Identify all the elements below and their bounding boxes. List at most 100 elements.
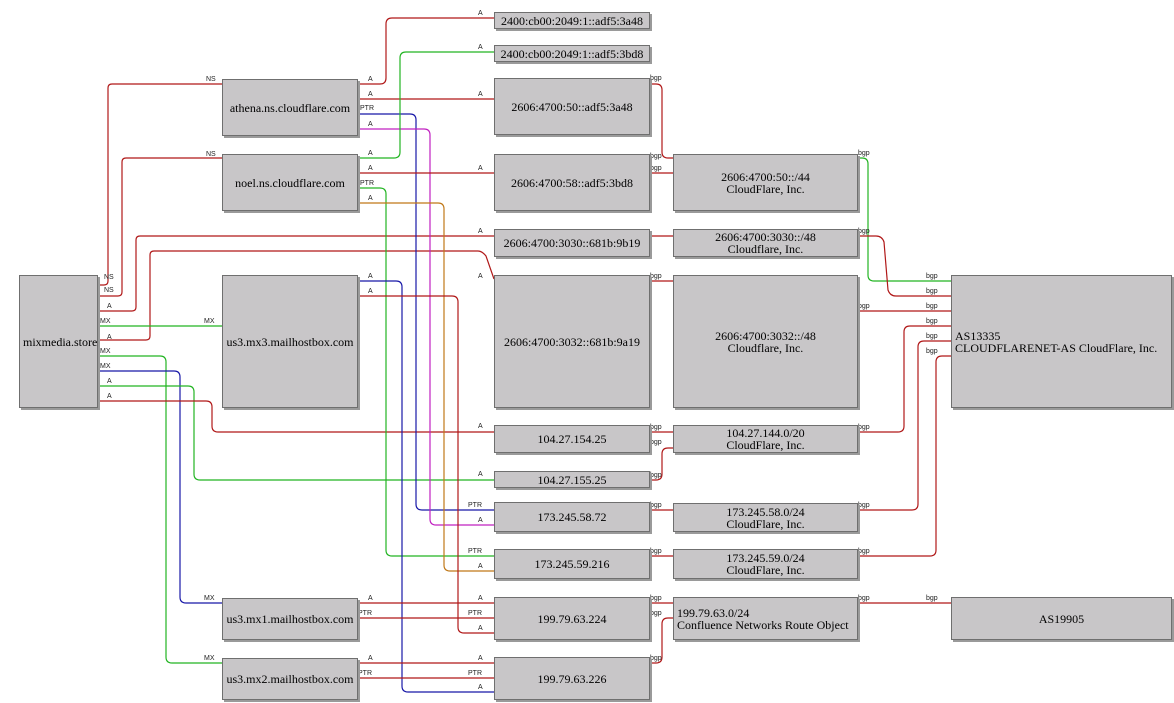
svg-text:bgp: bgp — [858, 595, 870, 602]
node-label: 173.245.58.72 — [537, 510, 607, 524]
node-ip6-3bd8-top[interactable]: 2400:cb00:2049:1::adf5:3bd8 — [494, 45, 650, 62]
node-label: 173.245.59.216 — [534, 557, 610, 571]
svg-text:A: A — [478, 165, 483, 172]
node-ip4-59216[interactable]: 173.245.59.216 — [494, 549, 650, 579]
node-noel-ns[interactable]: noel.ns.cloudflare.com — [222, 154, 358, 211]
node-prefix-173-245-58[interactable]: 173.245.58.0/24 CloudFlare, Inc. — [673, 503, 858, 532]
node-label-line1: 2606:4700:50::/44 — [721, 169, 810, 184]
svg-text:bgp: bgp — [926, 318, 938, 325]
node-as19905[interactable]: AS19905 — [951, 597, 1172, 640]
svg-text:NS: NS — [104, 287, 114, 294]
svg-text:MX: MX — [100, 348, 111, 355]
edge-noel-a-58: A A — [358, 165, 494, 174]
edge-bgp-58-to-pfx: bgp bgp — [650, 153, 673, 174]
node-mx2[interactable]: us3.mx2.mailhostbox.com — [222, 658, 358, 700]
node-ip6-3a48-top[interactable]: 2400:cb00:2049:1::adf5:3a48 — [494, 12, 650, 29]
svg-text:bgp: bgp — [926, 288, 938, 295]
svg-text:bgp: bgp — [650, 165, 662, 172]
svg-text:A: A — [368, 91, 373, 98]
edge-domain-ns-noel: NS NS — [98, 151, 222, 297]
node-prefix-104-27-144[interactable]: 104.27.144.0/20 CloudFlare, Inc. — [673, 425, 858, 453]
svg-text:A: A — [478, 44, 483, 51]
node-mixmedia-store[interactable]: mixmedia.store — [19, 275, 98, 408]
edge-mx2-ptr-226: PTR PTR — [358, 670, 494, 679]
svg-text:PTR: PTR — [360, 105, 374, 112]
node-label: 2606:4700:58::adf5:3bd8 — [511, 175, 633, 190]
node-label-line2: CLOUDFLARENET-AS CloudFlare, Inc. — [955, 340, 1158, 355]
node-mx3[interactable]: us3.mx3.mailhostbox.com — [222, 275, 358, 408]
svg-text:PTR: PTR — [358, 670, 372, 677]
svg-text:A: A — [478, 625, 483, 632]
svg-text:bgp: bgp — [858, 502, 870, 509]
svg-text:A: A — [368, 288, 373, 295]
svg-text:bgp: bgp — [650, 502, 662, 509]
node-label-line2: Confluence Networks Route Object — [677, 617, 849, 632]
svg-text:A: A — [368, 165, 373, 172]
node-label: athena.ns.cloudflare.com — [229, 100, 351, 115]
svg-text:bgp: bgp — [926, 348, 938, 355]
node-ip6-9b19[interactable]: 2606:4700:3030::681b:9b19 — [494, 229, 650, 257]
edge-noel-ptr-59216: PTR PTR — [358, 180, 494, 557]
node-athena-ns[interactable]: athena.ns.cloudflare.com — [222, 79, 358, 136]
edge-bgp-pfx199-to-as19905: bgp bgp — [858, 595, 951, 604]
node-label-line2: CloudFlare, Inc. — [726, 438, 805, 452]
node-label-line1: 199.79.63.0/24 — [677, 605, 750, 620]
node-prefix-2606-4700-3030[interactable]: 2606:4700:3030::/48 Cloudflare, Inc. — [673, 229, 858, 257]
svg-text:bgp: bgp — [926, 333, 938, 340]
svg-text:A: A — [478, 273, 483, 280]
node-prefix-2606-4700-50[interactable]: 2606:4700:50::/44 CloudFlare, Inc. — [673, 154, 858, 211]
node-label: noel.ns.cloudflare.com — [235, 175, 345, 190]
node-mx1[interactable]: us3.mx1.mailhostbox.com — [222, 598, 358, 640]
node-ip6-50[interactable]: 2606:4700:50::adf5:3a48 — [494, 78, 650, 135]
svg-text:A: A — [368, 595, 373, 602]
edge-athena-a-5872: A A — [358, 121, 494, 526]
svg-text:NS: NS — [104, 274, 114, 281]
node-label: 104.27.154.25 — [537, 432, 607, 446]
edge-athena-ptr-5872: PTR PTR — [358, 105, 494, 511]
node-ip4-5872[interactable]: 173.245.58.72 — [494, 502, 650, 532]
edge-bgp-50-to-pfx: bgp — [650, 75, 673, 159]
node-ip4-224[interactable]: 199.79.63.224 — [494, 597, 650, 640]
edge-bgp-155-to-pfx: bgp bgp — [650, 439, 673, 481]
node-ip4-226[interactable]: 199.79.63.226 — [494, 657, 650, 700]
edge-bgp-pfx50-to-as13335: bgp bgp — [858, 150, 951, 282]
svg-text:A: A — [478, 471, 483, 478]
edge-domain-a-9b19: A A — [98, 228, 494, 312]
node-label: 2606:4700:50::adf5:3a48 — [511, 99, 633, 114]
node-ip6-58[interactable]: 2606:4700:58::adf5:3bd8 — [494, 154, 650, 211]
edge-bgp-59216-to-pfx: bgp — [650, 548, 673, 557]
svg-text:A: A — [478, 517, 483, 524]
svg-text:bgp: bgp — [926, 303, 938, 310]
node-ip6-9a19[interactable]: 2606:4700:3032::681b:9a19 — [494, 275, 650, 408]
edge-bgp-pfx3032-to-as13335: bgp bgp — [858, 303, 951, 312]
node-label: us3.mx1.mailhostbox.com — [226, 612, 354, 626]
svg-text:bgp: bgp — [650, 439, 662, 446]
edge-bgp-pfx59-to-as13335: bgp bgp — [858, 348, 951, 557]
svg-text:A: A — [368, 655, 373, 662]
svg-text:bgp: bgp — [650, 424, 662, 431]
svg-text:PTR: PTR — [468, 502, 482, 509]
svg-text:A: A — [478, 10, 483, 17]
edge-domain-a-155: A A — [98, 378, 494, 481]
svg-text:MX: MX — [100, 318, 111, 325]
node-prefix-2606-4700-3032[interactable]: 2606:4700:3032::/48 Cloudflare, Inc. — [673, 275, 858, 408]
node-prefix-173-245-59[interactable]: 173.245.59.0/24 CloudFlare, Inc. — [673, 549, 858, 579]
node-prefix-199-79-63[interactable]: 199.79.63.0/24 Confluence Networks Route… — [673, 597, 858, 640]
edge-bgp-154-to-pfx: bgp — [650, 424, 673, 433]
node-label: 2606:4700:3030::681b:9b19 — [503, 236, 641, 250]
svg-text:A: A — [368, 121, 373, 128]
node-label: 104.27.155.25 — [537, 472, 607, 487]
svg-text:A: A — [368, 195, 373, 202]
node-as13335[interactable]: AS13335 CLOUDFLARENET-AS CloudFlare, Inc… — [951, 275, 1172, 408]
node-ip4-154[interactable]: 104.27.154.25 — [494, 425, 650, 453]
node-ip4-155[interactable]: 104.27.155.25 — [494, 471, 650, 488]
edge-athena-a-3a48-top: A A — [358, 10, 494, 85]
edge-bgp-5872-to-pfx: bgp — [650, 502, 673, 511]
edge-domain-mx-mx3: MX MX — [98, 318, 222, 327]
edge-bgp-9a19-to-pfx: bgp — [650, 273, 673, 282]
svg-text:bgp: bgp — [650, 548, 662, 555]
svg-text:bgp: bgp — [858, 303, 870, 310]
edge-bgp-pfx58-to-as13335: bgp bgp — [858, 333, 951, 511]
edge-noel-a-3bd8-top: A A — [358, 44, 494, 159]
node-label: 2400:cb00:2049:1::adf5:3a48 — [501, 13, 643, 28]
